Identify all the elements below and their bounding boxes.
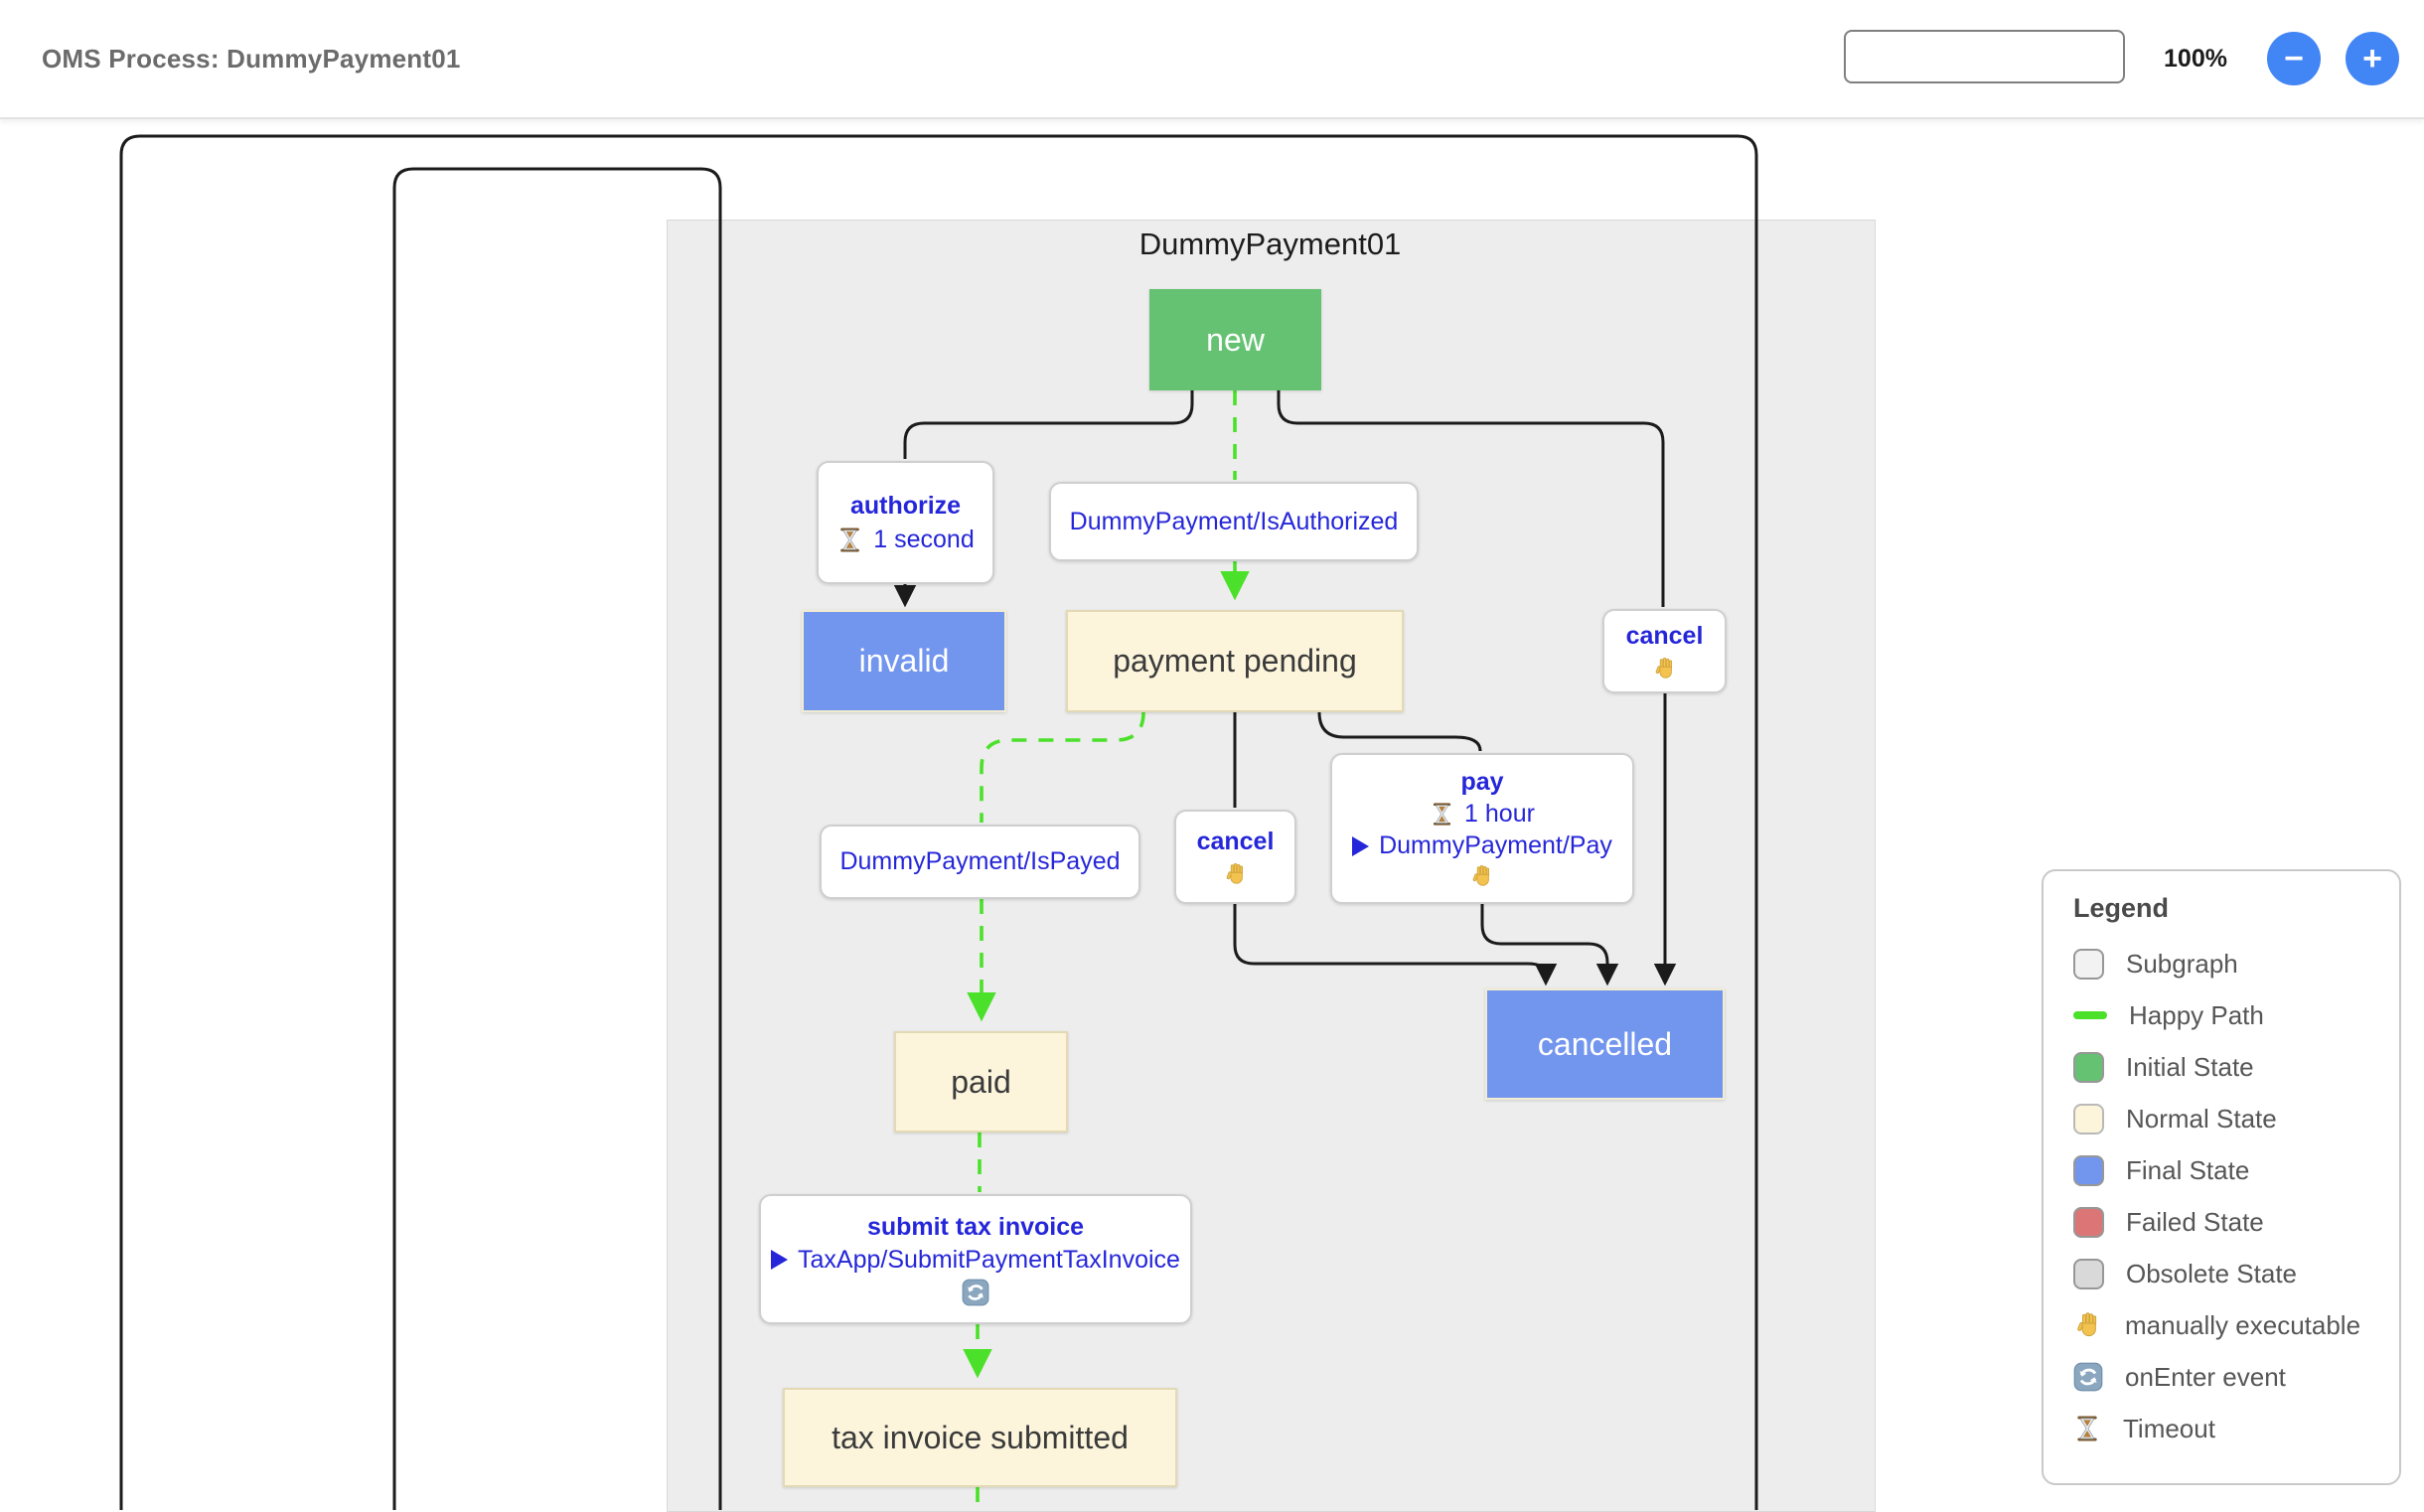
- happy-path-swatch: [2073, 1011, 2107, 1019]
- transition-authorize[interactable]: authorize 1 second: [817, 461, 994, 584]
- transition-pay-action: DummyPayment/Pay: [1379, 832, 1612, 859]
- transition-authorize-timeout: 1 second: [873, 525, 975, 553]
- legend-item-failed-state: Failed State: [2073, 1196, 2399, 1248]
- legend-item-manually-executable: manually executable: [2073, 1299, 2399, 1351]
- hand-icon: [1652, 656, 1678, 681]
- state-invalid-label: invalid: [858, 643, 950, 679]
- app-header: OMS Process: DummyPayment01 100% − +: [0, 0, 2424, 119]
- legend-item-timeout: Timeout: [2073, 1403, 2399, 1454]
- transition-cancel2-title: cancel: [1196, 827, 1275, 855]
- transition-cancel-title: cancel: [1625, 621, 1704, 650]
- onenter-icon: [2073, 1362, 2103, 1392]
- zoom-level-input[interactable]: [1844, 30, 2125, 83]
- hourglass-icon: [836, 527, 863, 553]
- transition-cancel-from-payment-pending[interactable]: cancel: [1174, 810, 1296, 904]
- guard-is-payed-label: DummyPayment/IsPayed: [839, 847, 1121, 875]
- state-payment-pending[interactable]: payment pending: [1066, 610, 1404, 712]
- transition-pay[interactable]: pay 1 hour DummyPayment/Pay: [1330, 753, 1634, 904]
- initial-state-swatch: [2073, 1051, 2104, 1083]
- transition-submit-title: submit tax invoice: [866, 1212, 1085, 1241]
- transition-guard-is-payed[interactable]: DummyPayment/IsPayed: [820, 825, 1140, 899]
- state-cancelled[interactable]: cancelled: [1485, 988, 1725, 1100]
- hand-icon: [1223, 861, 1249, 887]
- guard-is-authorized-label: DummyPayment/IsAuthorized: [1069, 507, 1399, 535]
- obsolete-state-swatch: [2073, 1258, 2104, 1289]
- state-tax-invoice-submitted-label: tax invoice submitted: [832, 1419, 1129, 1455]
- state-invalid[interactable]: invalid: [802, 610, 1006, 712]
- transition-submit-tax-invoice[interactable]: submit tax invoice TaxApp/SubmitPaymentT…: [759, 1194, 1192, 1324]
- legend-item-final-state: Final State: [2073, 1144, 2399, 1196]
- transition-cancel-from-new[interactable]: cancel: [1602, 609, 1727, 693]
- zoom-percent-label: 100%: [2164, 44, 2227, 73]
- page-title: OMS Process: DummyPayment01: [42, 43, 461, 74]
- action-arrow-icon: [1352, 835, 1370, 856]
- legend-item-onenter-event: onEnter event: [2073, 1351, 2399, 1403]
- final-state-swatch: [2073, 1154, 2104, 1186]
- legend-panel: Legend Subgraph Happy Path Initial State…: [2042, 869, 2401, 1485]
- action-arrow-icon: [771, 1250, 789, 1270]
- legend-item-obsolete-state: Obsolete State: [2073, 1248, 2399, 1299]
- hand-icon: [2073, 1310, 2103, 1340]
- state-new[interactable]: new: [1149, 289, 1321, 390]
- transition-guard-is-authorized[interactable]: DummyPayment/IsAuthorized: [1049, 482, 1419, 561]
- subgraph-swatch: [2073, 948, 2104, 980]
- hourglass-icon: [1430, 802, 1454, 827]
- state-paid[interactable]: paid: [894, 1031, 1068, 1133]
- failed-state-swatch: [2073, 1206, 2104, 1238]
- state-cancelled-label: cancelled: [1537, 1025, 1673, 1062]
- transition-pay-title: pay: [1460, 768, 1504, 796]
- transition-submit-action: TaxApp/SubmitPaymentTaxInvoice: [798, 1245, 1180, 1274]
- transition-authorize-title: authorize: [849, 491, 962, 520]
- state-tax-invoice-submitted[interactable]: tax invoice submitted: [783, 1388, 1177, 1487]
- state-new-label: new: [1206, 321, 1265, 358]
- hourglass-icon: [2073, 1415, 2101, 1442]
- subgraph-title: DummyPayment01: [1138, 227, 1402, 261]
- legend-item-happy-path: Happy Path: [2073, 989, 2399, 1041]
- state-payment-pending-label: payment pending: [1113, 643, 1357, 679]
- normal-state-swatch: [2073, 1103, 2104, 1134]
- state-paid-label: paid: [951, 1063, 1011, 1100]
- hand-icon: [1469, 863, 1495, 889]
- legend-item-initial-state: Initial State: [2073, 1041, 2399, 1093]
- zoom-out-button[interactable]: −: [2267, 32, 2321, 85]
- legend-item-subgraph: Subgraph: [2073, 938, 2399, 989]
- zoom-in-button[interactable]: +: [2346, 32, 2399, 85]
- onenter-icon: [962, 1279, 989, 1306]
- legend-title: Legend: [2073, 893, 2170, 923]
- transition-pay-timeout: 1 hour: [1464, 800, 1535, 828]
- legend-item-normal-state: Normal State: [2073, 1093, 2399, 1144]
